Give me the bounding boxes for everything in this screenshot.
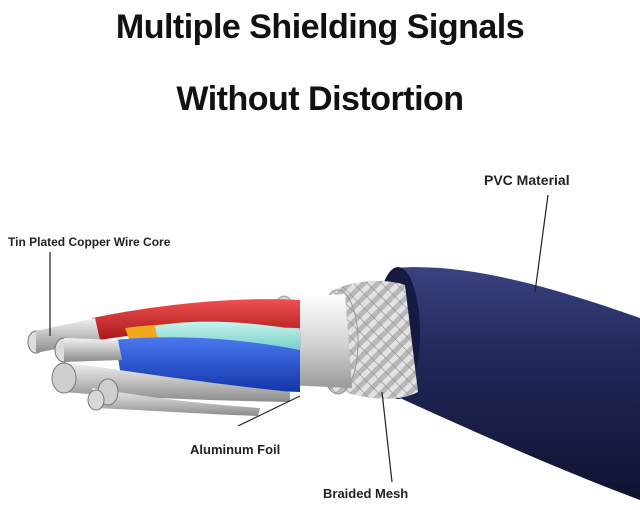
conductor-red — [36, 318, 100, 353]
strand-end-1 — [51, 362, 77, 394]
label-braided-mesh: Braided Mesh — [323, 486, 409, 501]
headline-line-1: Multiple Shielding Signals — [115, 8, 525, 46]
leader-foil — [237, 395, 301, 427]
conductor-blue — [64, 338, 122, 362]
label-pvc-material: PVC Material — [484, 172, 570, 188]
headline-line-2: Without Distortion — [176, 80, 464, 118]
leader-mesh — [381, 391, 393, 483]
pvc-jacket — [376, 267, 640, 500]
leader-pvc — [534, 194, 549, 293]
drain-strands-lower — [92, 388, 260, 416]
label-wire-core: Tin Plated Copper Wire Core — [8, 235, 171, 249]
strand-end-3 — [87, 389, 105, 411]
label-aluminum-foil: Aluminum Foil — [190, 442, 281, 457]
